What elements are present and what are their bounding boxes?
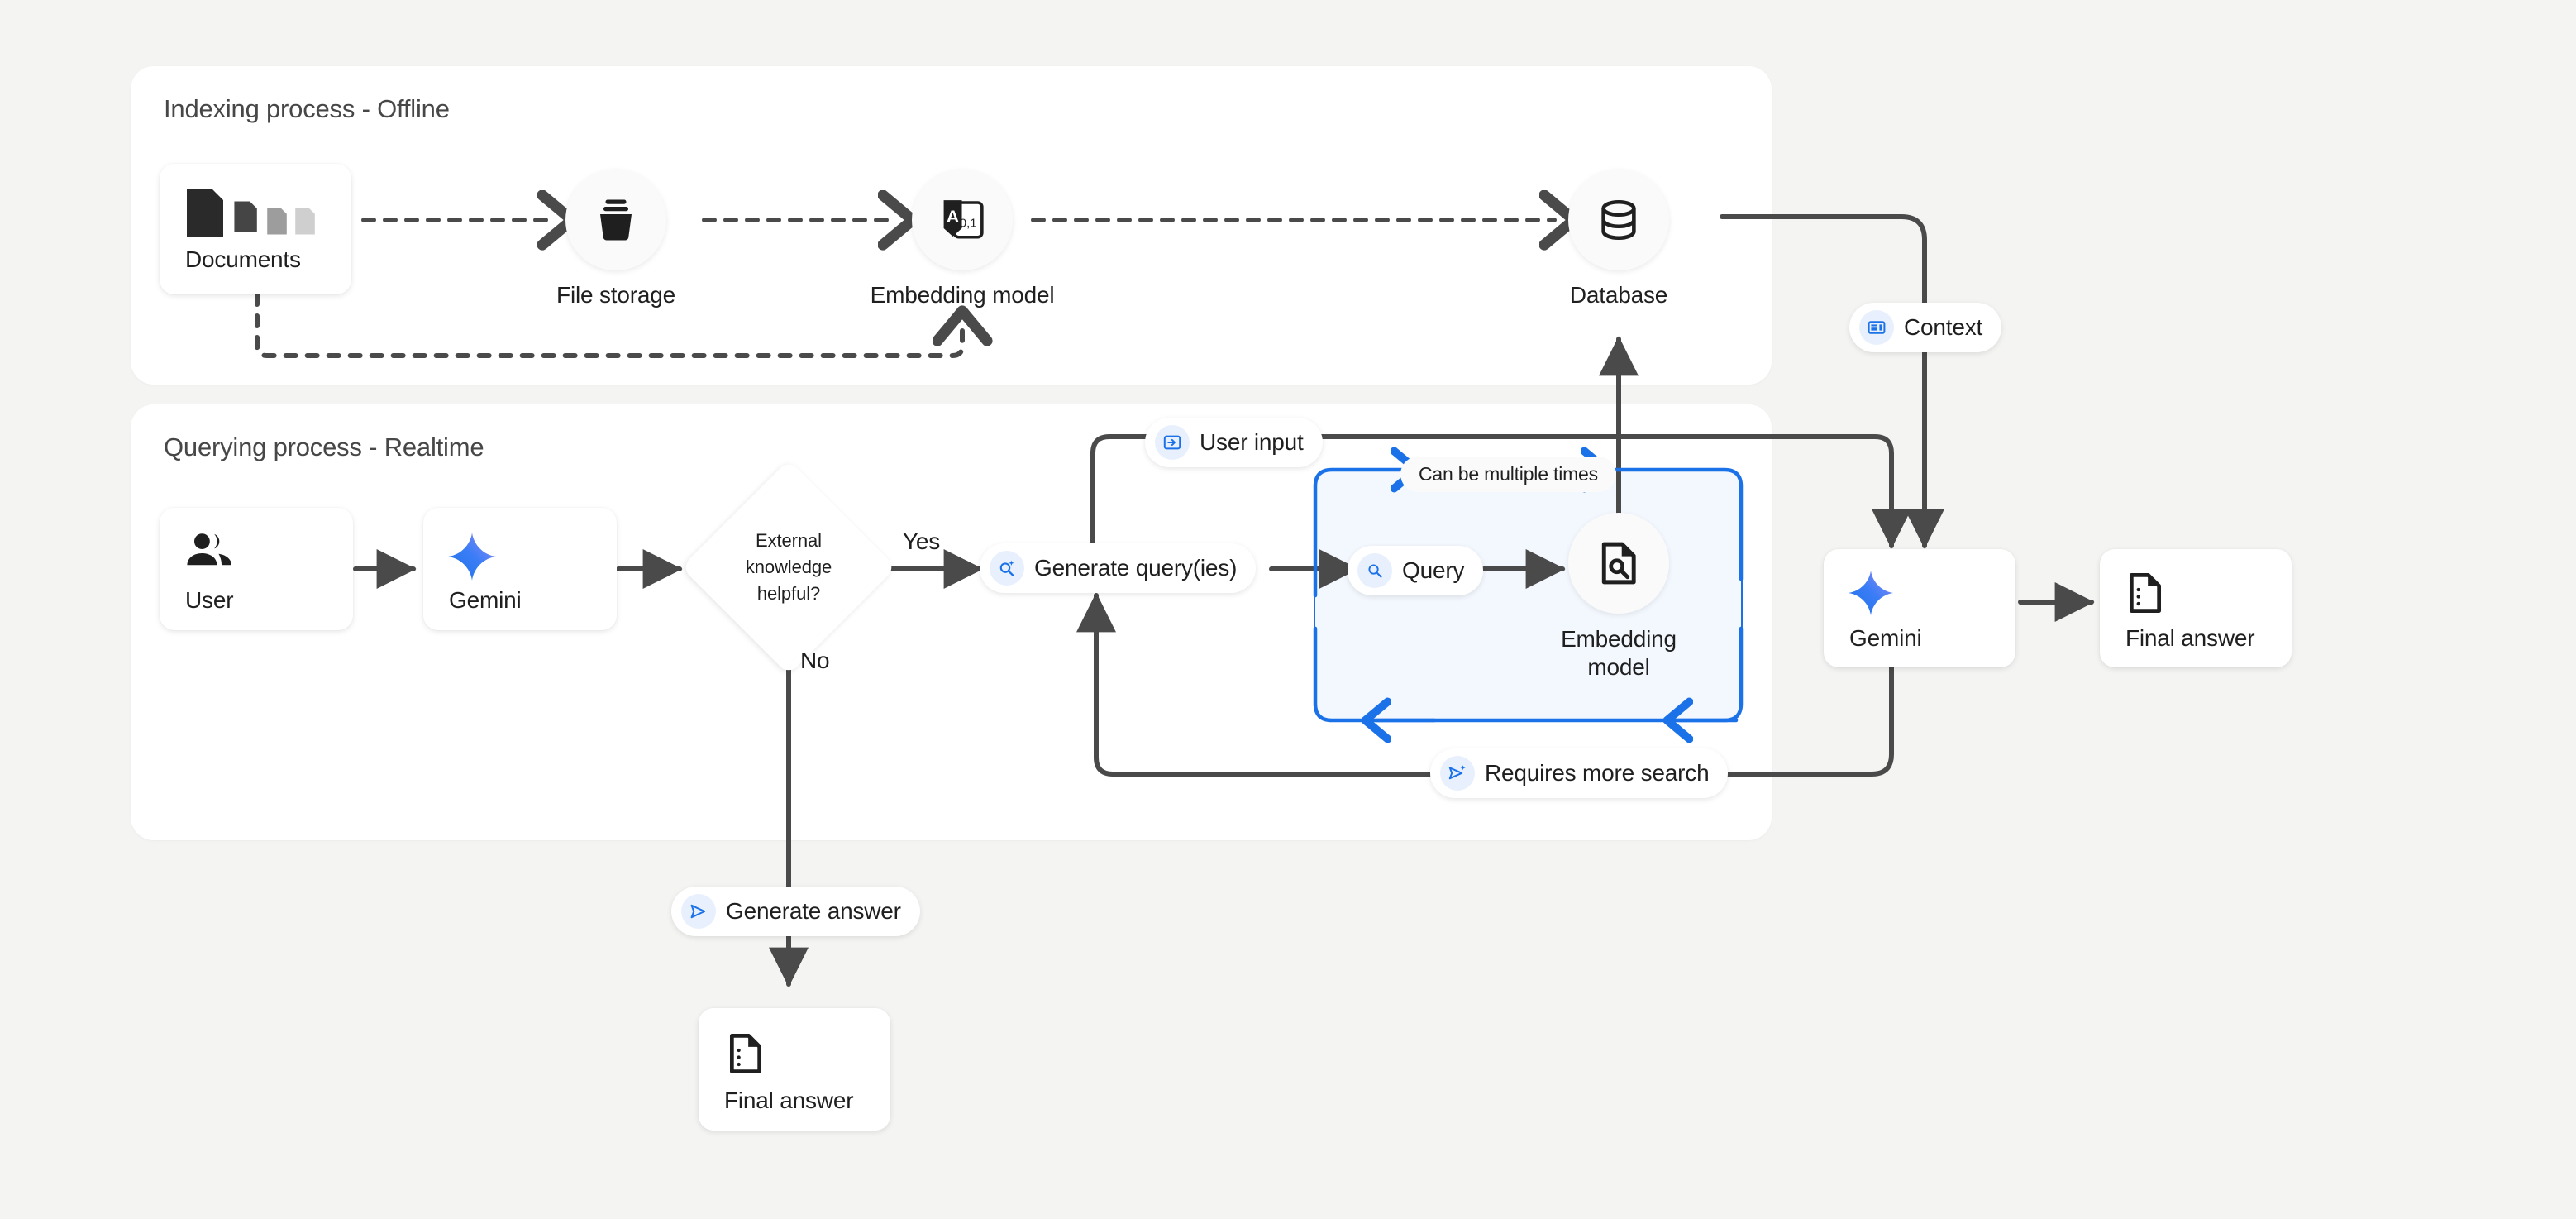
node-database[interactable]: Database <box>1568 170 1669 308</box>
panel-title-querying: Querying process - Realtime <box>164 433 484 461</box>
gemini-sparkle-icon <box>446 531 498 586</box>
edge-label-no: No <box>800 648 830 673</box>
card-documents[interactable]: Documents <box>160 164 351 294</box>
send-sparkle-icon <box>1440 756 1475 791</box>
database-icon <box>1601 199 1636 241</box>
card-label-user: User <box>185 587 234 613</box>
card-gemini-router[interactable]: Gemini <box>423 508 617 630</box>
pill-query[interactable]: Query <box>1348 546 1484 595</box>
document-search-icon-wrap <box>1568 513 1669 614</box>
node-label-embedding-model-query: Embedding model <box>1561 626 1677 681</box>
card-label-final-answer-bottom: Final answer <box>724 1088 854 1113</box>
user-group-icon <box>185 531 236 575</box>
card-final-answer-right[interactable]: Final answer <box>2100 549 2292 667</box>
node-embedding-model-query[interactable]: Embedding model <box>1561 513 1677 680</box>
pill-user-input[interactable]: User input <box>1145 418 1323 467</box>
card-label-gemini-answer: Gemini <box>1849 625 1922 651</box>
node-label-embedding-model: Embedding model <box>870 282 1055 308</box>
pill-label-generate-queries: Generate query(ies) <box>1034 555 1238 581</box>
pill-label-can-be-multiple-times: Can be multiple times <box>1419 463 1598 485</box>
database-icon-wrap <box>1568 170 1669 270</box>
card-final-answer-bottom[interactable]: Final answer <box>699 1008 890 1131</box>
node-file-storage[interactable]: File storage <box>556 170 675 308</box>
pill-can-be-multiple-times: Can be multiple times <box>1400 457 1616 492</box>
documents-icon <box>185 187 326 242</box>
card-user[interactable]: User <box>160 508 353 630</box>
embedding-model-icon-wrap: 0,1 A <box>912 170 1013 270</box>
node-label-file-storage: File storage <box>556 282 675 308</box>
card-label-gemini-router: Gemini <box>449 587 522 613</box>
card-label-documents: Documents <box>185 246 301 272</box>
pill-context[interactable]: Context <box>1849 303 2002 352</box>
answer-doc-icon <box>2123 571 2168 619</box>
decision-line-3: helpful? <box>756 582 821 604</box>
decision-line-2: knowledge <box>745 557 832 578</box>
file-storage-icon-wrap <box>565 170 666 270</box>
answer-doc-icon <box>723 1031 768 1080</box>
decision-text: External knowledge helpful? <box>713 491 865 643</box>
pill-label-generate-answer: Generate answer <box>726 898 901 924</box>
embedding-model-icon: 0,1 A <box>943 200 984 239</box>
search-icon <box>1357 553 1392 588</box>
pill-generate-answer[interactable]: Generate answer <box>671 887 920 936</box>
svg-text:0,1: 0,1 <box>960 218 977 231</box>
pill-label-user-input: User input <box>1200 429 1304 455</box>
card-label-final-answer-right: Final answer <box>2125 625 2255 651</box>
send-icon <box>681 894 716 929</box>
gemini-sparkle-icon <box>1847 569 1895 621</box>
search-sparkle-icon <box>990 551 1024 586</box>
input-box-icon <box>1155 425 1190 460</box>
edge-label-yes: Yes <box>903 528 941 554</box>
pill-label-context: Context <box>1904 314 1983 340</box>
node-embedding-model[interactable]: 0,1 A Embedding model <box>871 170 1055 308</box>
decision-line-1: External <box>756 530 822 552</box>
document-search-icon <box>1601 542 1636 585</box>
card-gemini-answer[interactable]: Gemini <box>1824 549 2015 667</box>
pill-label-requires-more-search: Requires more search <box>1485 760 1710 786</box>
svg-text:A: A <box>947 207 960 227</box>
file-storage-icon <box>600 199 632 241</box>
context-panel-icon <box>1859 310 1894 345</box>
pill-generate-queries[interactable]: Generate query(ies) <box>980 543 1257 593</box>
decision-external-knowledge[interactable]: External knowledge helpful? <box>680 459 897 676</box>
node-label-database: Database <box>1569 282 1668 308</box>
panel-title-indexing: Indexing process - Offline <box>164 94 450 123</box>
pill-label-query: Query <box>1402 557 1465 583</box>
pill-requires-more-search[interactable]: Requires more search <box>1430 748 1729 798</box>
